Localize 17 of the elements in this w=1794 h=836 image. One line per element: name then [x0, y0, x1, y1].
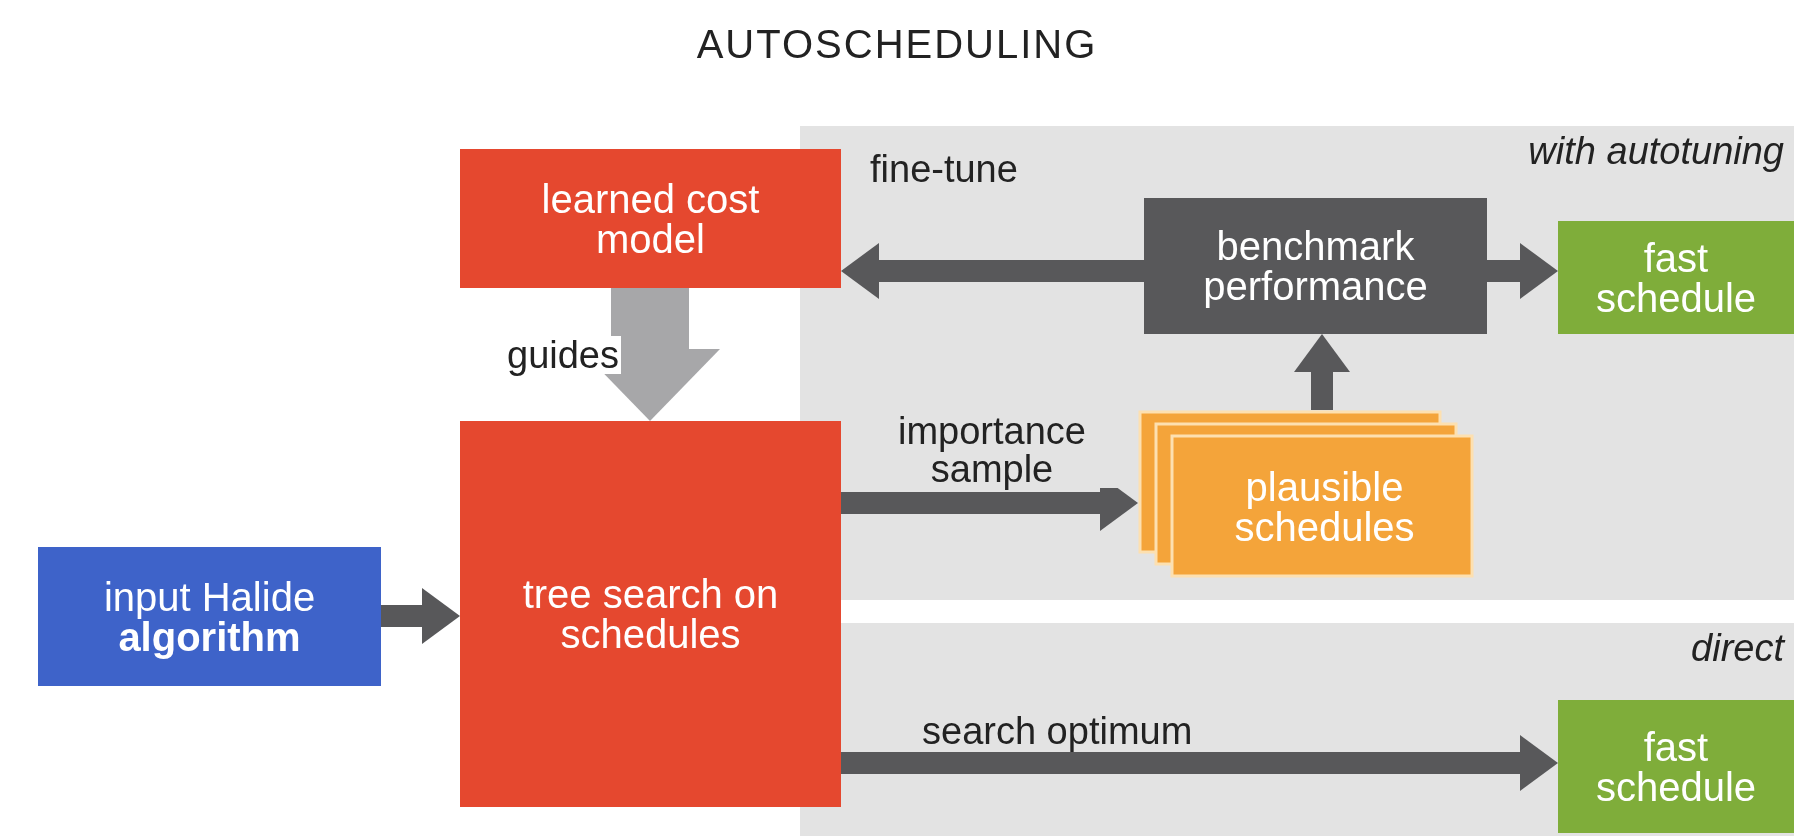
arrow [1294, 334, 1350, 410]
arrow [381, 588, 460, 644]
input-box: input Halide algorithm [38, 547, 381, 686]
stacked-cards [1138, 410, 1476, 578]
result-box: fast schedule [1558, 221, 1794, 334]
arrow [841, 243, 1144, 299]
panel-heading: direct [1691, 627, 1784, 670]
process-box: benchmark performance [1144, 198, 1487, 334]
process-box: learned cost model [460, 149, 841, 288]
arrow [1487, 243, 1558, 299]
panel-heading: with autotuning [1528, 130, 1784, 173]
result-box: fast schedule [1558, 700, 1794, 833]
process-box: tree search on schedules [460, 421, 841, 807]
edge-label: guides [505, 336, 621, 374]
card-label: plausible schedules [1233, 463, 1416, 551]
diagram-title: AUTOSCHEDULING [695, 22, 1099, 67]
arrow [841, 735, 1558, 791]
